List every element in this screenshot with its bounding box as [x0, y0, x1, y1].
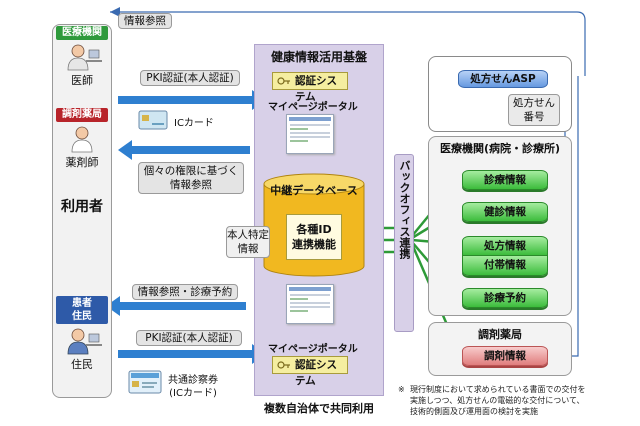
pharmacy-caption: 薬剤師: [65, 156, 99, 169]
hospital-item-booking: 診療予約: [462, 288, 548, 308]
resident-badge: 患者 住民: [56, 296, 108, 324]
auth-system-bottom-label: 認証システム: [295, 359, 337, 387]
resident-user: 患者 住民 住民: [56, 296, 108, 372]
pharmacy-badge: 調剤薬局: [56, 108, 108, 122]
footnote-line1: 現行制度において求められている書面での交付を: [410, 385, 586, 394]
portal-screen-bottom: [286, 284, 334, 324]
resident-icon: [67, 328, 102, 355]
key-icon-2: [277, 361, 290, 369]
permission-callout: 個々の権限に基づく 情報参照: [138, 162, 244, 194]
asp-number-callout: 処方せん 番号: [508, 94, 560, 126]
permission-line2: 情報参照: [170, 179, 212, 191]
common-card-icon: [128, 370, 162, 394]
pharmacy-user: 調剤薬局 薬剤師: [56, 108, 108, 170]
common-card-label: 共通診察券 (ICカード): [168, 374, 218, 400]
resident-caption: 住民: [71, 358, 93, 371]
asp-box: 処方せんASP: [458, 70, 548, 88]
pharmacy-item-dispense: 調剤情報: [462, 346, 548, 366]
hospital-panel: [428, 136, 572, 316]
info-ref-callout: 情報参照: [118, 13, 172, 29]
hospital-item-checkup: 健診情報: [462, 202, 548, 222]
users-label: 利用者: [61, 199, 103, 215]
id-link-box: 各種ID 連携機能: [286, 214, 342, 260]
id-link-line1: 各種ID: [296, 223, 332, 236]
pharmacy-title: 調剤薬局: [478, 328, 522, 341]
resident-badge-line1: 患者: [72, 298, 92, 309]
asp-to-medical-line: [110, 11, 586, 76]
identity-line2: 情報: [237, 243, 259, 255]
footnote: ※ 現行制度において求められている書面での交付を 実施しつつ、処方せんの電磁的な…: [398, 384, 634, 417]
platform-title: 健康情報活用基盤: [270, 50, 367, 64]
ic-card-label: ICカード: [174, 118, 214, 129]
hospital-item-rx: 処方情報: [462, 236, 548, 256]
arrow-pki-bottom: [118, 350, 252, 358]
relay-db-label: 中継データベース: [270, 184, 358, 197]
asp-to-medical-arrowhead: [110, 7, 120, 17]
my-portal-bottom: マイページポータル: [268, 344, 358, 355]
medical-badge: 医療機関: [56, 26, 108, 40]
footnote-line3: 技術的側面及び運用面の検討を実施: [410, 407, 538, 416]
hospital-title: 医療機関(病院・診療所): [439, 142, 561, 155]
resident-badge-line2: 住民: [72, 311, 92, 322]
arrow-pki-top: [118, 96, 252, 104]
key-icon: [277, 77, 290, 85]
asp-number-line1: 処方せん: [513, 97, 555, 109]
id-link-line2: 連携機能: [292, 238, 336, 251]
medical-caption: 医師: [71, 74, 93, 87]
common-card-line2: (ICカード): [169, 388, 217, 399]
auth-system-top-label: 認証システム: [295, 75, 337, 103]
doctor-icon: [67, 44, 102, 71]
arrow-permission: [132, 146, 250, 154]
identity-info-callout: 本人特定 情報: [226, 226, 270, 258]
backoffice-band: [394, 154, 414, 332]
arrow-info-booking: [120, 302, 246, 310]
hospital-item-clinical: 診療情報: [462, 170, 548, 190]
footnote-mark: ※: [398, 385, 405, 394]
identity-line1: 本人特定: [227, 229, 269, 241]
my-portal-top: マイページポータル: [268, 102, 358, 113]
ic-card-icon: [138, 110, 168, 130]
permission-line1: 個々の権限に基づく: [143, 165, 239, 177]
shared-use-label: 複数自治体で共同利用: [264, 402, 374, 415]
pki-auth-callout-2: PKI認証(本人認証): [136, 330, 242, 346]
common-card-line1: 共通診察券: [168, 375, 218, 386]
pki-auth-callout: PKI認証(本人認証): [140, 70, 240, 86]
medical-user: 医療機関 医師: [56, 26, 108, 88]
asp-number-line2: 番号: [523, 111, 545, 123]
pharmacist-icon: [71, 126, 93, 153]
auth-system-bottom: 認証システム: [272, 356, 348, 387]
portal-screen-top: [286, 114, 334, 154]
auth-system-top: 認証システム: [272, 72, 348, 103]
info-booking-callout: 情報参照・診療予約: [132, 284, 238, 300]
hospital-item-attached: 付帯情報: [462, 256, 548, 276]
backoffice-label: バックオフィス連携: [398, 160, 411, 259]
footnote-line2: 実施しつつ、処方せんの電磁的な交付について、: [410, 396, 585, 405]
